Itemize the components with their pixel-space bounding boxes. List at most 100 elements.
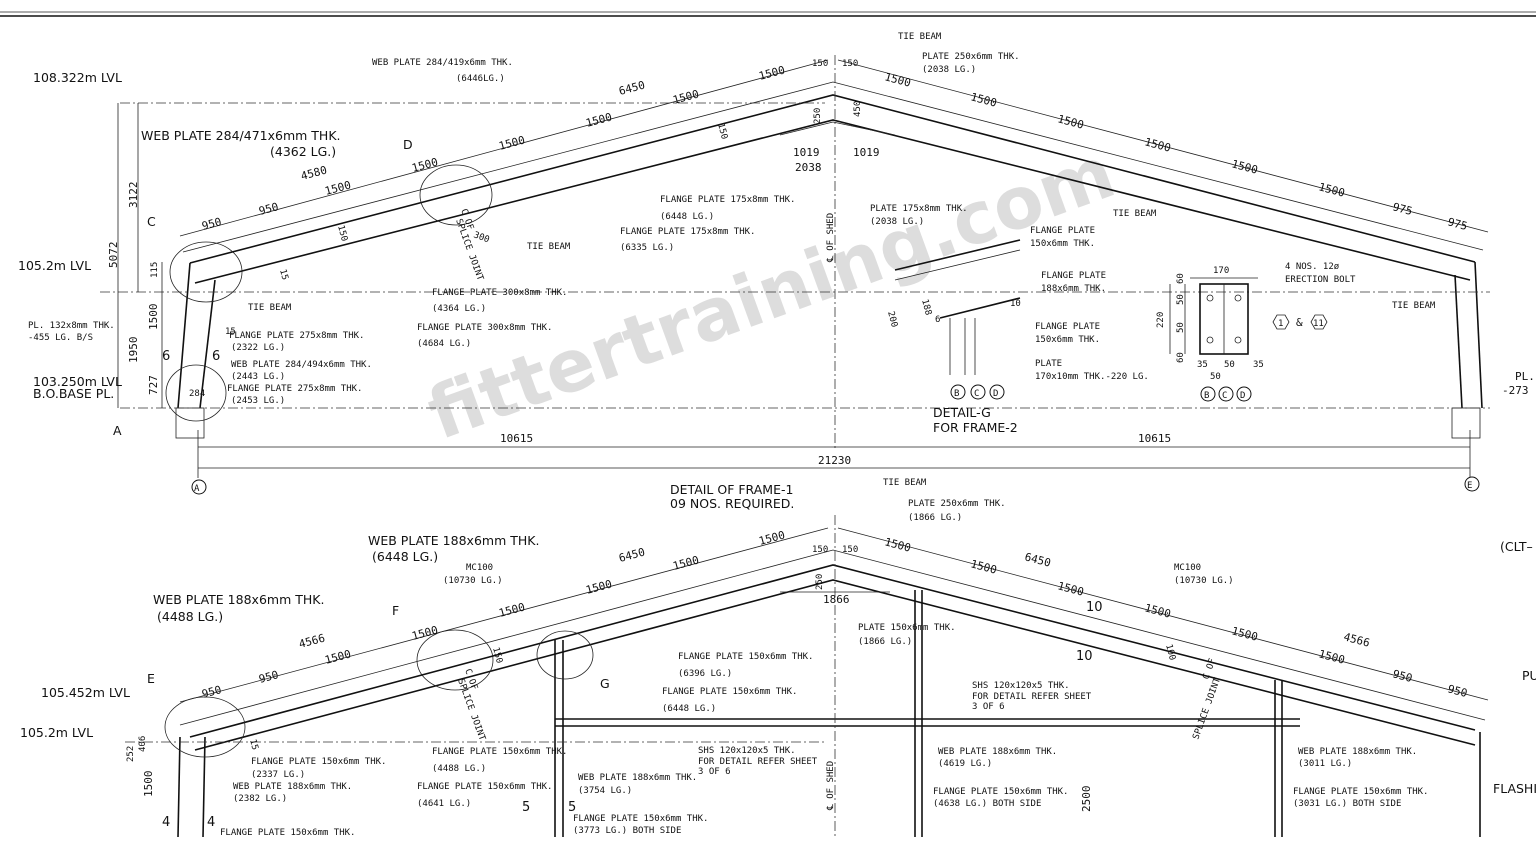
detail-g-plate: PLATE	[1035, 359, 1062, 369]
f2-note-web188c-lg: (3754 LG.)	[578, 786, 632, 796]
note-flange175a: FLANGE PLATE 175x8mm THK.	[660, 195, 795, 205]
f2-dim-1500b: 1500	[410, 623, 439, 642]
f2-note-web188-top: WEB PLATE 188x6mm THK.	[368, 533, 539, 548]
bolt-note: 4 NOS. 12ø	[1285, 262, 1340, 272]
f2-dim-r950b: 950	[1446, 682, 1469, 700]
dim-150c: 150	[335, 224, 349, 242]
note-flange175b-lg: (6335 LG.)	[620, 243, 674, 253]
f2-note-flange150d: FLANGE PLATE 150x6mm THK.	[417, 782, 552, 792]
f2-note-flange150c: FLANGE PLATE 150x6mm THK.	[432, 747, 567, 757]
note-flange275a: FLANGE PLATE 275x8mm THK.	[229, 331, 364, 341]
dim-r1500a: 1500	[883, 70, 912, 89]
f2-dim-950b: 950	[257, 668, 280, 686]
f2-note-shs2-b: FOR DETAIL REFER SHEET	[698, 757, 818, 767]
f2-level-top: 105.452m LVL	[41, 685, 130, 700]
f2-dim-r1500d: 1500	[1143, 601, 1172, 620]
bolt-w35b: 35	[1253, 360, 1264, 370]
f2-note-web188e: WEB PLATE 188x6mm THK.	[1298, 747, 1417, 757]
dim-1500f: 1500	[757, 63, 786, 82]
f2-note-flange150d-lg: (4641 LG.)	[417, 799, 471, 809]
detail-g-bubble-b: B	[954, 389, 959, 399]
bolt-h220: 220	[1156, 312, 1166, 328]
f2-dim-15: 15	[247, 738, 259, 751]
bolt-ref1: 1	[1278, 319, 1283, 329]
f2-dim-r1500f: 1500	[1317, 647, 1346, 666]
f2-note-flange150b: FLANGE PLATE 150x6mm THK.	[662, 687, 797, 697]
f2-note-flange150e: FLANGE PLATE 150x6mm THK.	[251, 757, 386, 767]
dim-950a: 950	[200, 215, 223, 233]
f2-note-splice2-r: SPLICE JOINT	[1191, 676, 1223, 741]
dim-half-left: 10615	[500, 432, 533, 445]
f2-dim-150a: 150	[812, 545, 828, 555]
dim-250: 250	[813, 108, 823, 124]
f2-note-plate150-lg: (1866 LG.)	[858, 637, 912, 647]
bolt-w170: 170	[1213, 266, 1229, 276]
frame1-title: DETAIL OF FRAME-1	[670, 482, 793, 497]
note-pl132: PL. 132x8mm THK.	[28, 321, 115, 331]
dim-4580: 4580	[299, 163, 328, 182]
f2-note-shs-b: FOR DETAIL REFER SHEET	[972, 692, 1092, 702]
f2-note-plate250-lg: (1866 LG.)	[908, 513, 962, 523]
dim-150a: 150	[812, 59, 828, 69]
f2-section-4b: 4	[207, 815, 215, 830]
f2-dim-r6450: 6450	[1023, 550, 1052, 569]
f2-dim-150b: 150	[842, 545, 858, 555]
detail-g-bubble-c: C	[974, 389, 979, 399]
f2-note-flange150a-lg: (6396 LG.)	[678, 669, 732, 679]
f2-dim-r1500a: 1500	[883, 535, 912, 554]
f2-note-web188e-lg: (3011 LG.)	[1298, 759, 1352, 769]
bolt-h60a: 60	[1176, 273, 1186, 284]
frame2: 105.452m LVL 105.2m LVL E F G 4 4 5 5 10…	[20, 478, 1536, 838]
dim-r1500c: 1500	[1056, 112, 1085, 131]
note-tie-mid: TIE BEAM	[527, 242, 571, 252]
detail-g-bubble-d: D	[993, 389, 998, 399]
f2-note-web188c: WEB PLATE 188x6mm THK.	[578, 773, 697, 783]
dim-1500c: 1500	[497, 133, 526, 152]
bolt-detail: 170 60 50 220 50 60 35 50 35 50 4 NOS. 1…	[1156, 262, 1356, 402]
f2-note-plate250: PLATE 250x6mm THK.	[908, 499, 1006, 509]
f2-dim-1500: 1500	[142, 771, 155, 798]
f2-note-web188-left-lg: (4488 LG.)	[157, 609, 223, 624]
dim-1019b: 1019	[853, 146, 880, 159]
f2-dim-r4566: 4566	[1342, 630, 1371, 649]
f2-note-clt: (CLT–	[1500, 539, 1533, 554]
f2-section-5b: 5	[568, 800, 576, 815]
bolt-amp: &	[1296, 316, 1303, 329]
dim-6450: 6450	[617, 78, 646, 97]
f2-dim-950a: 950	[200, 683, 223, 701]
f2-note-flashing: FLASHIN	[1493, 781, 1536, 796]
f2-note-web188d: WEB PLATE 188x6mm THK.	[938, 747, 1057, 757]
bolt-bubble-d: D	[1240, 391, 1245, 401]
f2-note-plate150: PLATE 150x6mm THK.	[858, 623, 956, 633]
dim-727: 727	[147, 375, 160, 395]
note-web-top: WEB PLATE 284/419x6mm THK.	[372, 58, 513, 68]
detail-g-f150c: FLANGE PLATE	[1035, 322, 1100, 332]
note-web-top-lg: (6446LG.)	[456, 74, 505, 84]
detail-g-f188: FLANGE PLATE	[1041, 271, 1106, 281]
note-pl132-lg: -455 LG. B/S	[28, 333, 93, 343]
dim-r1500f: 1500	[1317, 180, 1346, 199]
f2-note-shs2-c: 3 OF 6	[698, 767, 731, 777]
bolt-w35a: 35	[1197, 360, 1208, 370]
f2-note-flange150e-lg: (2337 LG.)	[251, 770, 305, 780]
detail-g-f150: FLANGE PLATE	[1030, 226, 1095, 236]
dim-2038: 2038	[795, 161, 822, 174]
level-top: 108.322m LVL	[33, 70, 122, 85]
frame1-subtitle: 09 NOS. REQUIRED.	[670, 496, 794, 511]
dim-1500d: 1500	[584, 110, 613, 129]
bolt-h50b: 50	[1176, 322, 1186, 333]
bolt-w50: 50	[1224, 360, 1235, 370]
f2-dim-1500c: 1500	[497, 600, 526, 619]
f2-dim-6450: 6450	[617, 545, 646, 564]
f2-note-web188b-lg: (2382 LG.)	[233, 794, 287, 804]
f2-note-shs-c: 3 OF 6	[972, 702, 1005, 712]
f2-note-tie: TIE BEAM	[883, 478, 927, 488]
bolt-h60b: 60	[1176, 352, 1186, 363]
detail-g-f150-b: 150x6mm THK.	[1030, 239, 1095, 249]
note-pl-right: PL.	[1515, 370, 1535, 383]
section-6a: 6	[162, 349, 170, 364]
note-web494-lg: (2443 LG.)	[231, 372, 285, 382]
note-pl-right-lg: -273	[1502, 384, 1529, 397]
detail-g-subtitle: FOR FRAME-2	[933, 420, 1018, 435]
